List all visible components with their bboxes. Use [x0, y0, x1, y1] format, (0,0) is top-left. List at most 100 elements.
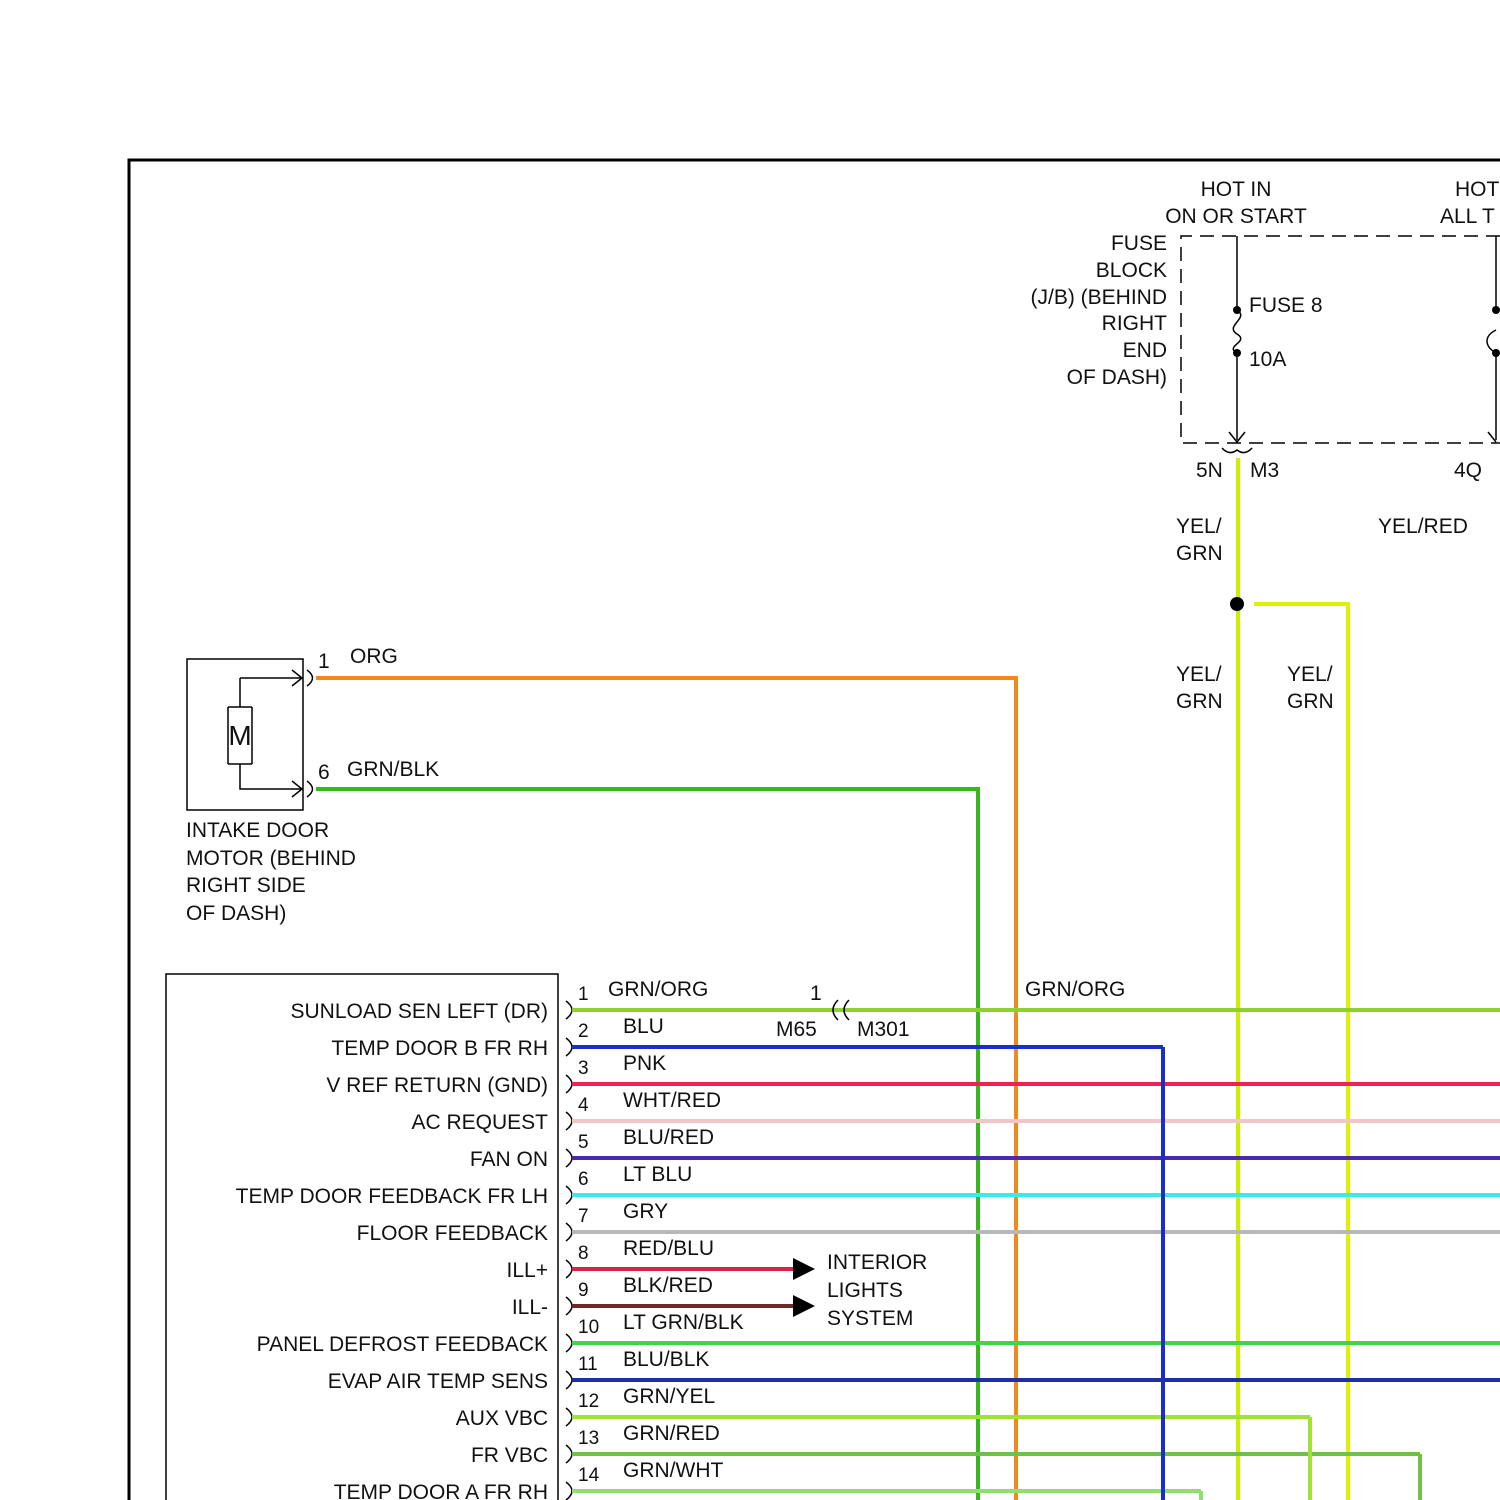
terminal-wire-color-label: LT BLU — [623, 1163, 692, 1186]
hot-all-times-label-1: HOT — [1455, 178, 1500, 201]
terminal-connector — [566, 1149, 572, 1167]
terminal-connector — [566, 1075, 572, 1093]
terminal-pin-number: 5 — [578, 1132, 589, 1153]
interior-lights-arrows — [793, 1258, 815, 1317]
terminal-pin-number: 1 — [578, 984, 589, 1005]
motor-wire-grn-blk: GRN/BLK — [347, 758, 439, 781]
terminal-label: TEMP DOOR A FR RH — [334, 1481, 548, 1500]
interior-lights-label-3: SYSTEM — [827, 1307, 913, 1330]
fuse-name: FUSE 8 — [1249, 294, 1323, 317]
terminal-pin-number: 3 — [578, 1058, 589, 1079]
terminal-wire-color-label: PNK — [623, 1052, 666, 1075]
terminal-label: AC REQUEST — [411, 1111, 548, 1134]
terminal-wire-color-label: GRN/YEL — [623, 1385, 715, 1408]
intake-door-motor: M — [187, 659, 313, 810]
motor-label-1: INTAKE DOOR — [186, 819, 329, 842]
terminal-pin-number: 12 — [578, 1391, 599, 1412]
motor-pin-1: 1 — [318, 650, 330, 673]
terminal-label: TEMP DOOR B FR RH — [331, 1037, 548, 1060]
terminal-label: TEMP DOOR FEEDBACK FR LH — [236, 1185, 548, 1208]
motor-wire-org: ORG — [350, 645, 398, 668]
fuse-block-label-6: OF DASH) — [1067, 366, 1167, 389]
terminal-pin-number: 2 — [578, 1021, 589, 1042]
motor-symbol: M — [228, 720, 251, 751]
yel-grn-label-1b: GRN — [1176, 542, 1223, 565]
terminal-pin-number: 7 — [578, 1206, 589, 1227]
hot-all-times-label-2: ALL T — [1440, 205, 1495, 228]
terminal-wire-color-label: LT GRN/BLK — [623, 1311, 744, 1334]
interior-lights-label-1: INTERIOR — [827, 1251, 927, 1274]
terminal-connector — [566, 1445, 572, 1463]
yel-grn-label-2a: YEL/ — [1176, 663, 1222, 686]
terminal-connector — [566, 1297, 572, 1315]
fuse-right-symbol — [1487, 236, 1500, 442]
on-or-start-label: ON OR START — [1165, 205, 1307, 228]
fuse-block-label-4: RIGHT — [1102, 312, 1168, 335]
terminal-wire-color-label: GRN/RED — [623, 1422, 720, 1445]
wire-yel-grn-branch — [1254, 604, 1348, 1500]
connector-m3-label: M3 — [1250, 459, 1279, 482]
terminal-connector — [566, 1112, 572, 1130]
connector-m65: M65 — [776, 1018, 817, 1041]
fuse-block-label-3: (J/B) (BEHIND — [1031, 286, 1168, 309]
terminal-label: FR VBC — [471, 1444, 548, 1467]
terminal-wire-color-label: GRN/WHT — [623, 1459, 723, 1482]
terminal-pin-number: 6 — [578, 1169, 589, 1190]
yel-red-label: YEL/RED — [1378, 515, 1468, 538]
terminal-connector — [566, 1186, 572, 1204]
terminal-label: SUNLOAD SEN LEFT (DR) — [291, 1000, 549, 1023]
terminal-connector — [566, 1334, 572, 1352]
yel-grn-label-1a: YEL/ — [1176, 515, 1222, 538]
interior-lights-label-2: LIGHTS — [827, 1279, 903, 1302]
terminal-label: FLOOR FEEDBACK — [357, 1222, 548, 1245]
terminal-row: AUX VBC 12 GRN/YEL — [456, 1385, 1310, 1430]
terminal-wire-color-label: RED/BLU — [623, 1237, 714, 1260]
motor-label-4: OF DASH) — [186, 902, 286, 925]
pin-4q-label: 4Q — [1454, 459, 1482, 482]
terminal-row: TEMP DOOR FEEDBACK FR LH 6 LT BLU — [236, 1163, 1500, 1208]
pin-5n-label: 5N — [1196, 459, 1223, 482]
terminal-wire-color-label: GRY — [623, 1200, 668, 1223]
fuse-block-label-1: FUSE — [1111, 232, 1167, 255]
terminal-connector — [566, 1001, 572, 1019]
terminal-connector — [566, 1038, 572, 1056]
yel-grn-label-2b: GRN — [1176, 690, 1223, 713]
terminal-row: AC REQUEST4WHT/RED — [411, 1089, 1500, 1134]
wire-grn-org-continued: GRN/ORG — [1025, 978, 1125, 1001]
terminal-wire-color-label: BLK/RED — [623, 1274, 713, 1297]
terminal-label: AUX VBC — [456, 1407, 548, 1430]
connector-pin-1: 1 — [810, 982, 822, 1005]
terminal-label: PANEL DEFROST FEEDBACK — [257, 1333, 548, 1356]
hot-in-label: HOT IN — [1201, 178, 1272, 201]
terminal-label: FAN ON — [470, 1148, 548, 1171]
fuse-rating: 10A — [1249, 348, 1286, 371]
fuse-8-symbol — [1222, 236, 1252, 453]
connector-m301: M301 — [857, 1018, 910, 1041]
terminal-wire-color-label: GRN/ORG — [608, 978, 708, 1001]
terminal-label: ILL- — [512, 1296, 548, 1319]
yel-grn-label-3b: GRN — [1287, 690, 1334, 713]
terminal-connector — [566, 1371, 572, 1389]
terminal-connector — [566, 1260, 572, 1278]
fuse-block: FUSE BLOCK (J/B) (BEHIND RIGHT END OF DA… — [1031, 232, 1500, 453]
splice-dot — [1230, 597, 1244, 611]
yel-grn-label-3a: YEL/ — [1287, 663, 1333, 686]
terminal-pin-number: 10 — [578, 1317, 599, 1338]
terminal-wire-color-label: WHT/RED — [623, 1089, 721, 1112]
terminal-connector — [566, 1408, 572, 1426]
terminal-wire-color-label: BLU — [623, 1015, 664, 1038]
fuse-block-outline — [1181, 236, 1500, 443]
motor-label-3: RIGHT SIDE — [186, 874, 306, 897]
terminal-label: V REF RETURN (GND) — [326, 1074, 548, 1097]
terminal-pin-number: 14 — [578, 1465, 600, 1486]
motor-pin-6: 6 — [318, 761, 330, 784]
terminal-label: EVAP AIR TEMP SENS — [328, 1370, 548, 1393]
fuse-block-label-2: BLOCK — [1096, 259, 1167, 282]
terminal-connector — [566, 1223, 572, 1241]
terminal-pin-number: 8 — [578, 1243, 589, 1264]
terminal-pin-number: 9 — [578, 1280, 589, 1301]
terminal-connector — [566, 1482, 572, 1500]
motor-label-2: MOTOR (BEHIND — [186, 847, 356, 870]
